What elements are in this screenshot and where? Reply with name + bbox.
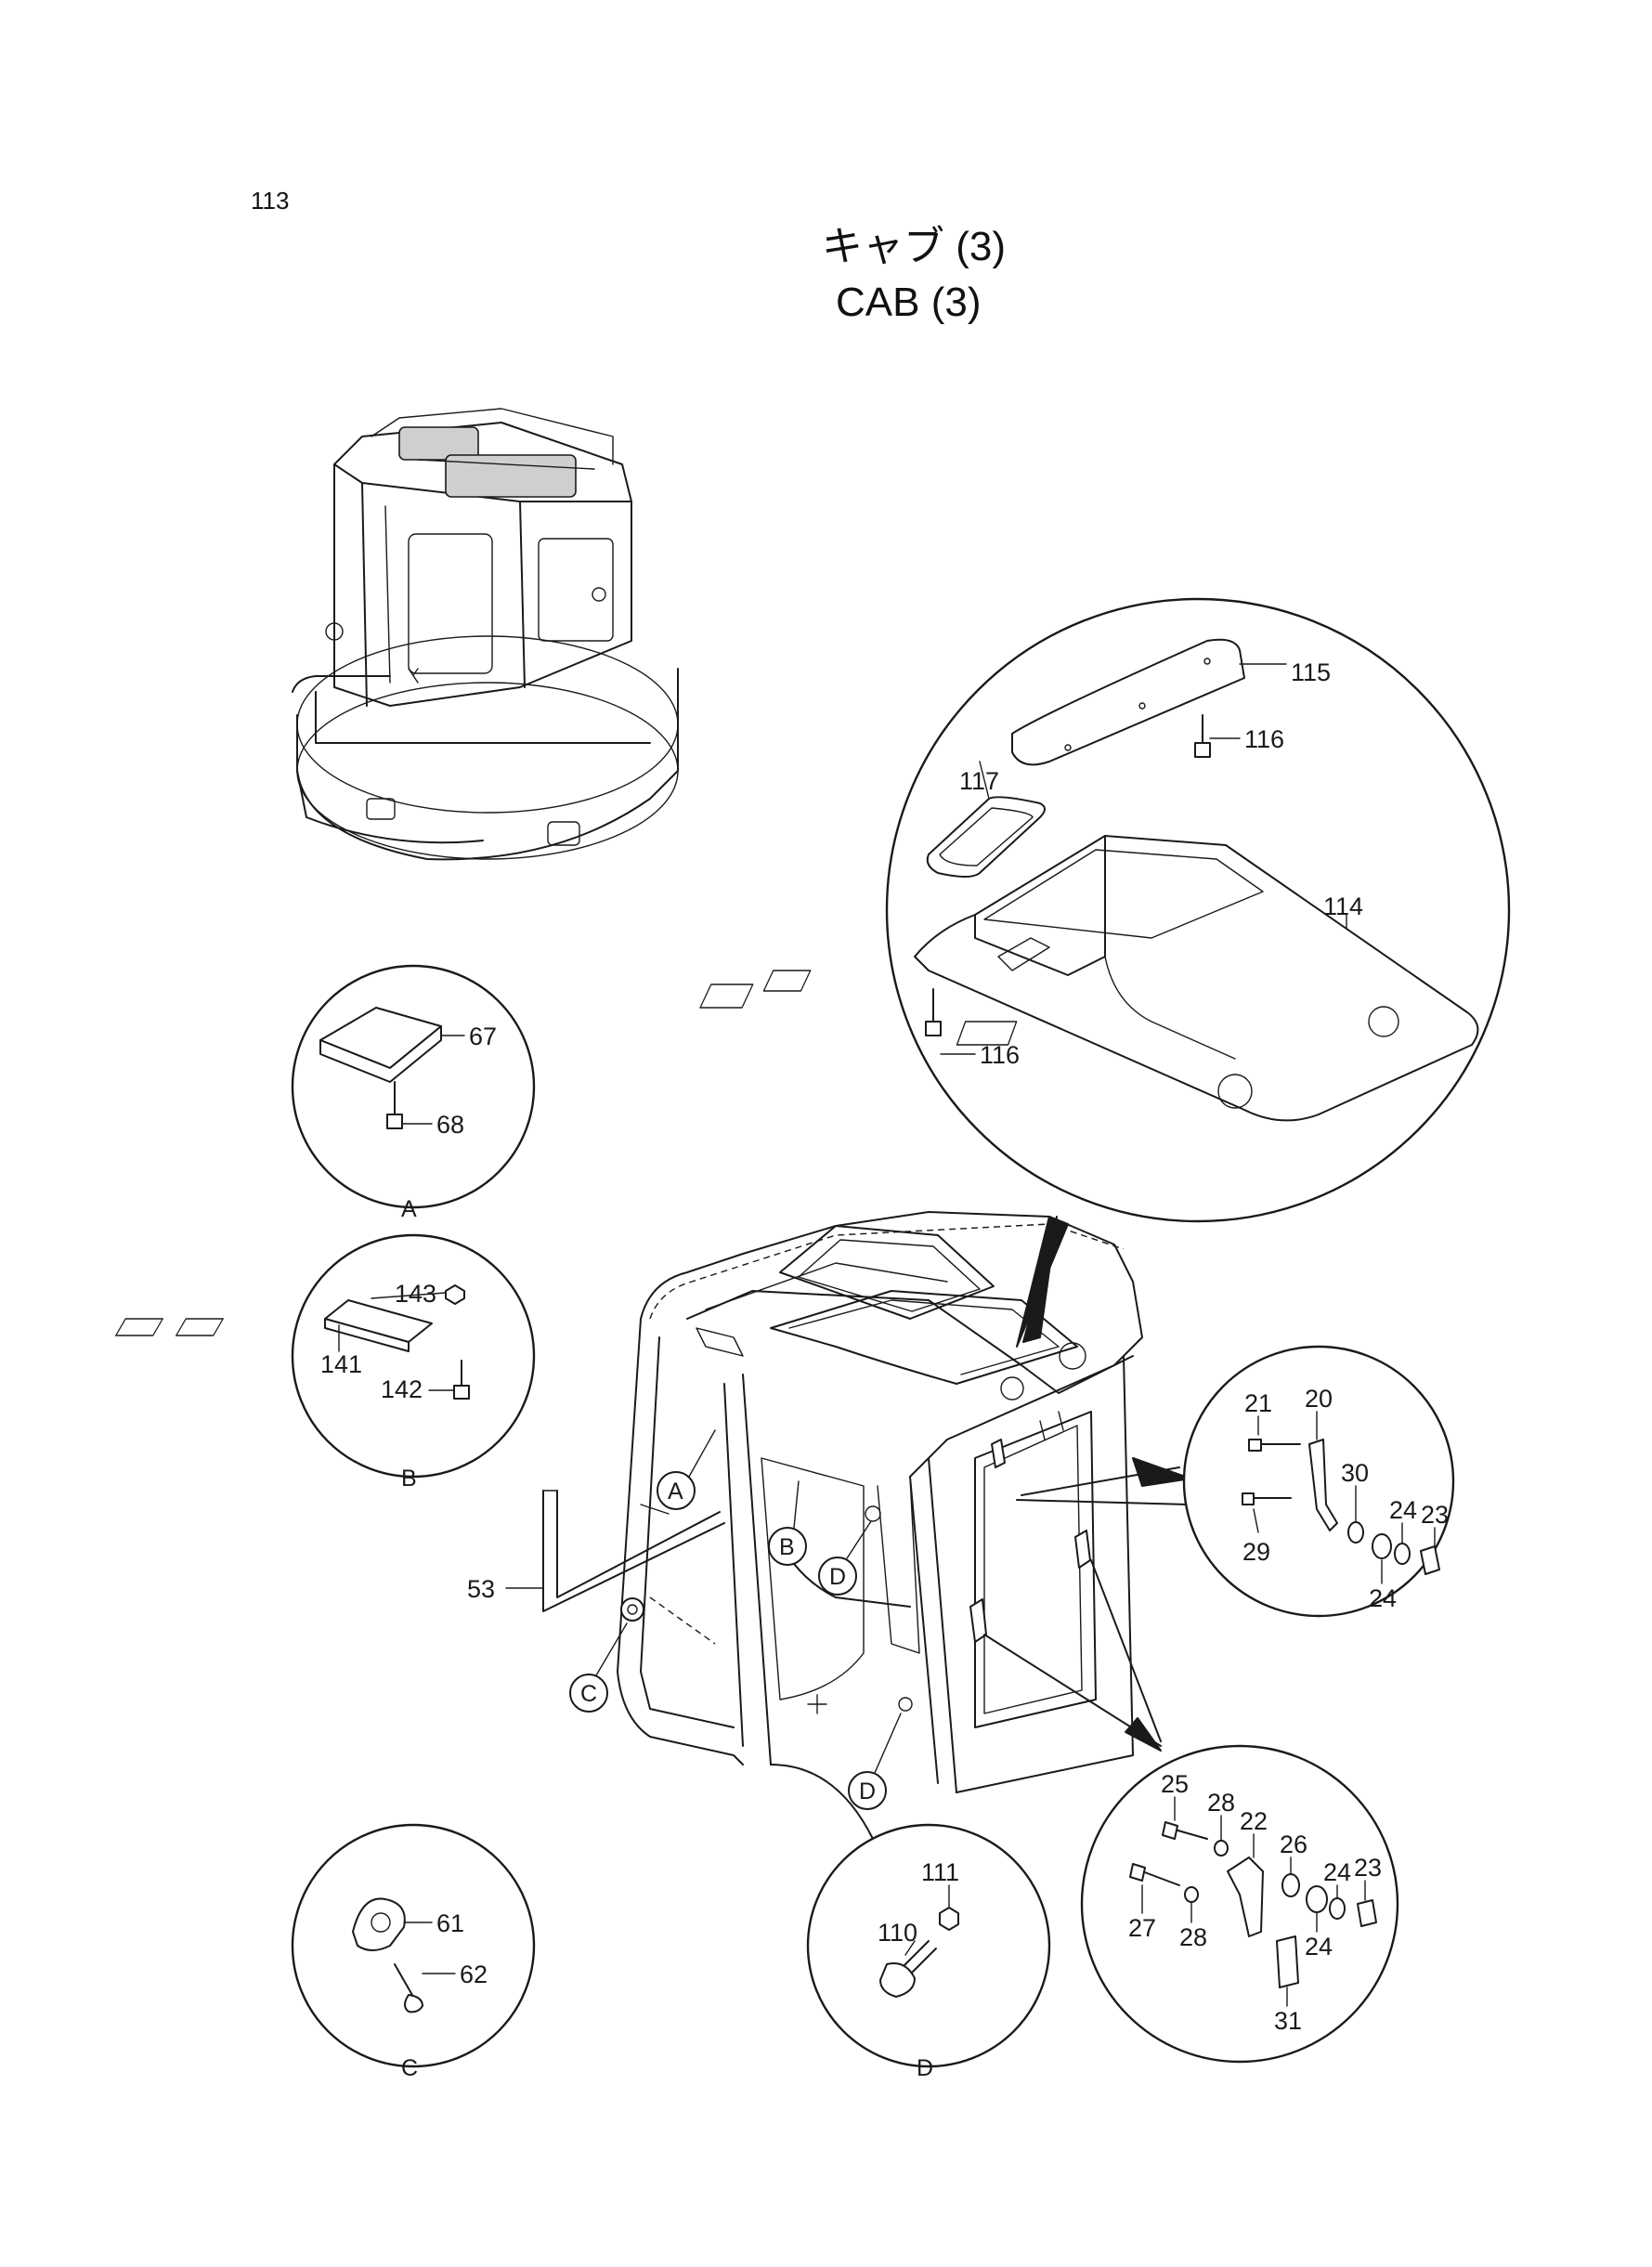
detail-view-a bbox=[291, 964, 536, 1209]
callout-c-on-cab bbox=[569, 1622, 628, 1713]
page-number: 113 bbox=[251, 187, 289, 215]
part-label-20: 20 bbox=[1305, 1385, 1333, 1413]
detail-b-caption: B bbox=[401, 1466, 417, 1492]
part-label-31: 31 bbox=[1274, 2007, 1302, 2035]
title-english: CAB (3) bbox=[836, 280, 981, 325]
part-label-29: 29 bbox=[1242, 1538, 1270, 1566]
part-label-23-lower: 23 bbox=[1354, 1854, 1382, 1882]
part-label-68: 68 bbox=[436, 1111, 464, 1139]
part-label-24-lower-b: 24 bbox=[1305, 1933, 1333, 1961]
callout-c-label: C bbox=[580, 1681, 597, 1707]
part-label-24-upper-a: 24 bbox=[1389, 1496, 1417, 1524]
callout-b-label: B bbox=[779, 1534, 795, 1560]
part-label-22: 22 bbox=[1240, 1807, 1268, 1835]
part-label-114: 114 bbox=[1323, 892, 1363, 920]
part-label-23-upper: 23 bbox=[1421, 1501, 1449, 1529]
callout-a-on-cab bbox=[657, 1429, 716, 1510]
part-label-142: 142 bbox=[381, 1375, 423, 1403]
detail-view-d bbox=[806, 1823, 1051, 2068]
part-label-117: 117 bbox=[959, 767, 999, 795]
part-label-53: 53 bbox=[467, 1575, 495, 1603]
part-label-111: 111 bbox=[921, 1858, 959, 1886]
part-label-21: 21 bbox=[1244, 1389, 1272, 1417]
part-label-25: 25 bbox=[1161, 1770, 1189, 1798]
part-label-30: 30 bbox=[1341, 1459, 1369, 1487]
detail-c-caption: C bbox=[401, 2055, 418, 2081]
part-label-110: 110 bbox=[878, 1919, 917, 1947]
detail-a-caption: A bbox=[401, 1196, 417, 1222]
roof-detail-view bbox=[699, 597, 1511, 1348]
callout-d-lower-label: D bbox=[859, 1778, 876, 1804]
detail-view-c bbox=[291, 1823, 536, 2068]
detail-view-b bbox=[291, 1233, 536, 1479]
part-label-115: 115 bbox=[1291, 658, 1331, 686]
callout-a-label: A bbox=[668, 1479, 683, 1505]
leader-to-lower-hinge-detail bbox=[983, 1559, 1162, 1747]
title-japanese: キャブ (3) bbox=[822, 224, 1006, 269]
part-label-116-upper: 116 bbox=[1244, 725, 1284, 753]
callout-b-on-cab bbox=[768, 1480, 807, 1566]
part-label-67: 67 bbox=[469, 1023, 497, 1050]
upper-hinge-detail-view bbox=[1182, 1345, 1455, 1618]
part-label-28-upper: 28 bbox=[1207, 1789, 1235, 1817]
detail-d-caption: D bbox=[917, 2055, 933, 2081]
part-label-24-upper-b: 24 bbox=[1369, 1584, 1397, 1612]
overview-cab-illustration bbox=[292, 408, 679, 861]
part-label-141: 141 bbox=[320, 1350, 362, 1378]
part-label-61: 61 bbox=[436, 1909, 464, 1937]
lower-hinge-detail-view bbox=[1080, 1744, 1399, 2064]
callout-d-upper-label: D bbox=[829, 1564, 846, 1590]
part-label-24-lower-a: 24 bbox=[1323, 1858, 1351, 1886]
part-label-143: 143 bbox=[395, 1280, 436, 1308]
part-label-116-lower: 116 bbox=[980, 1041, 1020, 1069]
callout-d-on-cab-lower bbox=[848, 1713, 902, 1810]
main-cab-frame-illustration bbox=[114, 1211, 1143, 1877]
part-label-26: 26 bbox=[1280, 1831, 1307, 1858]
callout-d-on-cab-upper bbox=[818, 1520, 872, 1596]
part-label-27: 27 bbox=[1128, 1914, 1156, 1942]
part-label-62: 62 bbox=[460, 1961, 488, 1988]
part-label-28-lower: 28 bbox=[1179, 1923, 1207, 1951]
